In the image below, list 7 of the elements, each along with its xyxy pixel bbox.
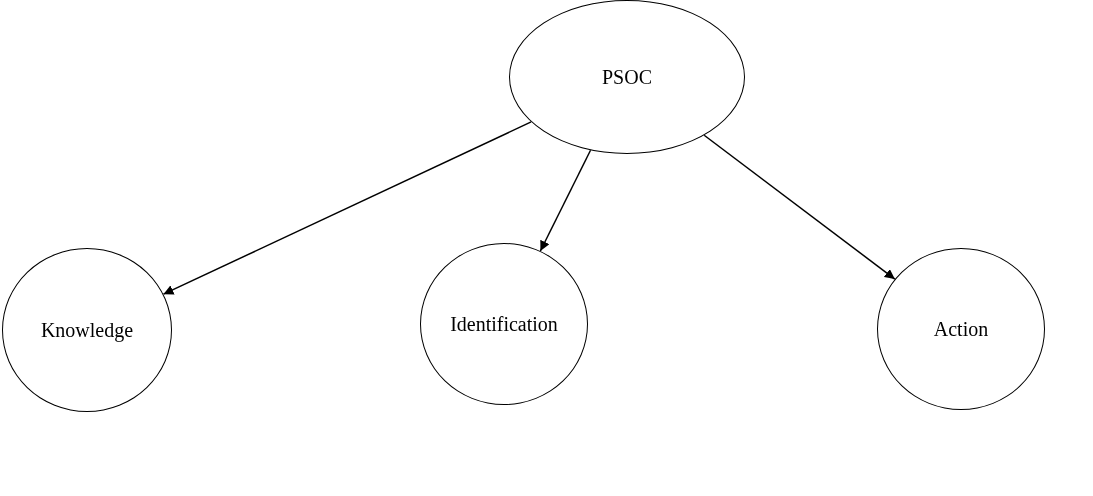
- node-label: Identification: [450, 312, 558, 336]
- arrow: [703, 134, 896, 280]
- node-label: Knowledge: [40, 318, 134, 342]
- node-label: Action: [933, 317, 989, 341]
- arrow: [162, 121, 532, 295]
- node-label: PSOC: [602, 65, 652, 89]
- arrow: [539, 149, 592, 252]
